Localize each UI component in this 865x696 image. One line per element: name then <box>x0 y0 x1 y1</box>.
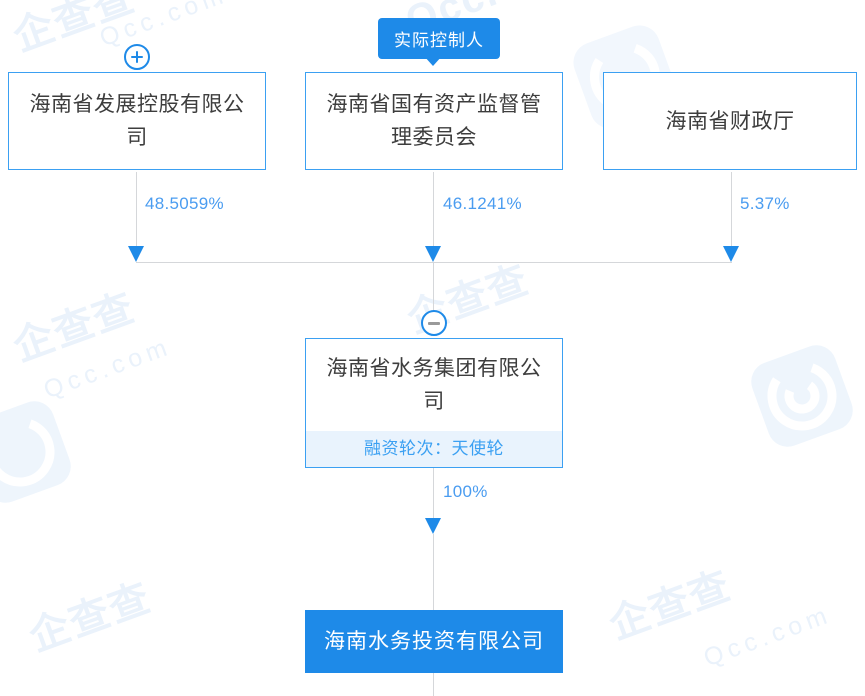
qcc-logo-icon <box>0 401 71 503</box>
shareholder-node-3-body: 海南省财政厅 <box>604 73 856 169</box>
funding-round-label: 融资轮次：天使轮 <box>306 431 562 467</box>
watermark-domain-text: Qcc.com <box>40 332 176 405</box>
connector-line-subsidiary-gap <box>433 534 434 610</box>
shareholder-node-1-body: 海南省发展控股有限公司 <box>9 73 265 169</box>
shareholder-node-2-label: 海南省国有资产监督管理委员会 <box>326 93 542 149</box>
actual-controller-badge: 实际控制人 <box>378 18 500 59</box>
watermark-brand-text: 企查查 <box>23 575 158 660</box>
expand-icon-bar-vertical <box>136 51 138 63</box>
connector-line-shareholder-2 <box>433 172 434 250</box>
center-company-label: 海南省水务集团有限公司 <box>326 357 542 413</box>
shareholder-node-3[interactable]: 海南省财政厅 <box>603 72 857 170</box>
connector-arrow-subsidiary <box>425 518 441 534</box>
qcc-logo-icon <box>751 345 853 447</box>
shareholder-node-2-body: 海南省国有资产监督管理委员会 <box>306 73 562 169</box>
subsidiary-company-node[interactable]: 海南水务投资有限公司 <box>305 610 563 673</box>
connector-line-below-subsidiary <box>433 673 434 696</box>
watermark-brand-text: 企查查 <box>7 0 142 60</box>
subsidiary-company-label: 海南水务投资有限公司 <box>324 630 544 653</box>
percent-label-shareholder-2: 46.1241% <box>443 194 522 213</box>
watermark-brand-text: 企查查 <box>603 563 738 648</box>
connector-arrow-shareholder-1 <box>128 246 144 262</box>
collapse-icon-bar-horizontal <box>428 321 440 325</box>
connector-line-shareholder-1 <box>136 172 137 250</box>
watermark-domain-text: Qcc.com <box>700 600 836 673</box>
center-company-node[interactable]: 海南省水务集团有限公司 融资轮次：天使轮 <box>305 338 563 468</box>
connector-rail <box>136 262 732 263</box>
connector-arrow-shareholder-3 <box>723 246 739 262</box>
watermark-domain-text: Qcc.com <box>96 0 232 53</box>
shareholder-node-1-label: 海南省发展控股有限公司 <box>29 93 245 149</box>
watermark-brand-text: 企查查 <box>7 285 142 370</box>
percent-label-center-to-subsidiary: 100% <box>443 482 488 501</box>
connector-line-center-to-subsidiary <box>433 468 434 523</box>
connector-line-rail-to-center <box>433 262 434 322</box>
shareholder-node-1[interactable]: 海南省发展控股有限公司 <box>8 72 266 170</box>
expand-icon[interactable] <box>124 44 150 70</box>
percent-label-shareholder-3: 5.37% <box>740 194 790 213</box>
connector-arrow-shareholder-2 <box>425 246 441 262</box>
center-company-node-body: 海南省水务集团有限公司 <box>306 339 562 431</box>
badge-tail-icon <box>424 56 442 66</box>
shareholder-node-2[interactable]: 海南省国有资产监督管理委员会 <box>305 72 563 170</box>
connector-line-shareholder-3 <box>731 172 732 250</box>
collapse-icon[interactable] <box>421 310 447 336</box>
percent-label-shareholder-1: 48.5059% <box>145 194 224 213</box>
shareholder-node-3-label: 海南省财政厅 <box>665 109 795 133</box>
